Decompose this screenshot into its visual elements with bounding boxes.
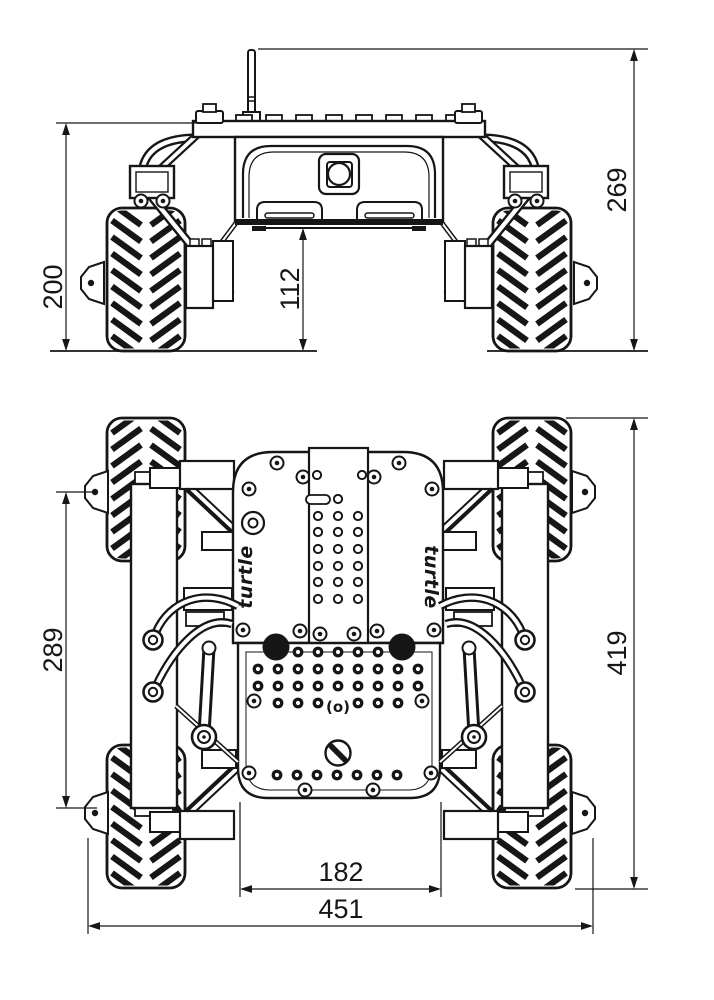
bottom-view: (o) turtle turtle 289 [38,412,648,934]
skid-plate [235,219,443,231]
right-vent [356,201,423,221]
front-view: 200 112 269 [38,48,648,357]
wheel-well-hole-left [262,633,290,661]
logo-text-left: turtle [235,545,257,608]
dim-overall-height [258,48,648,351]
top-rail [191,114,487,139]
slotted-screw [324,739,352,767]
dim-label-overall-length: 419 [602,630,632,675]
right-turnbuckle [454,103,483,124]
dim-overall-width [87,838,594,934]
axle-cap-front-right [571,470,596,514]
front-right-axle-cap [573,261,598,305]
logo-text-right: turtle [420,545,442,608]
dim-overall-length [566,417,648,890]
left-motor-box [184,237,235,310]
wheel-well-hole-right [388,633,416,661]
dim-label-overall-width: 451 [318,894,363,924]
plate-marking: (o) [326,698,350,716]
dim-wheelbase [56,491,97,809]
front-left-axle-cap [80,261,105,305]
left-turnbuckle [195,103,224,124]
spine-plate [305,446,370,648]
left-rocker-linkage [176,642,238,763]
dim-inner-plate-width [239,802,442,897]
dim-label-wheelbase: 289 [38,627,68,672]
dim-label-ground-clearance: 112 [275,267,305,310]
dim-label-inner-plate-width: 182 [318,857,363,887]
right-motor-box [443,237,494,310]
dim-label-body-height: 200 [38,264,68,309]
axle-cap-rear-right [571,791,596,835]
right-rocker-linkage [440,642,502,763]
dim-body-height [56,122,198,351]
axle-cap-rear-left [84,791,109,835]
rover-body [233,135,445,231]
dim-ground-clearance [294,227,312,351]
left-vent [256,201,323,221]
dim-label-overall-height: 269 [602,167,632,212]
antenna [242,49,261,123]
camera-icon [317,152,361,196]
chassis-lower-plate: (o) [236,633,442,800]
bearing-ring [240,510,266,536]
